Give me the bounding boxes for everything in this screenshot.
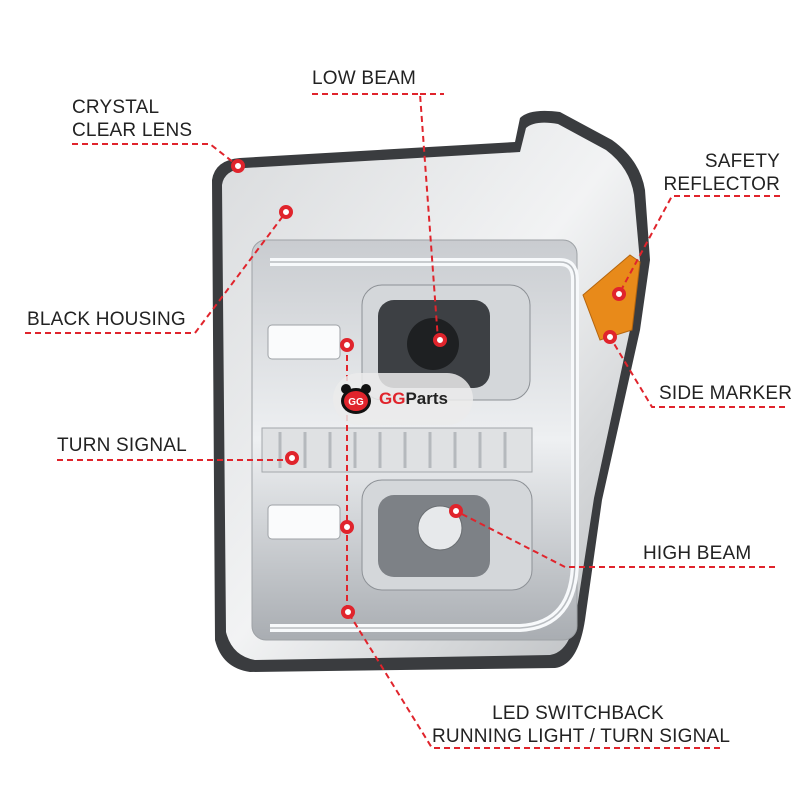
label-safety-reflector: SAFETY REFLECTOR: [663, 150, 780, 196]
label-led-switchback: LED SWITCHBACK RUNNING LIGHT / TURN SIGN…: [432, 702, 731, 748]
label-line: RUNNING LIGHT / TURN SIGNAL: [432, 726, 731, 747]
label-turn-signal: TURN SIGNAL: [57, 435, 187, 456]
amber-side-marker: [582, 254, 641, 341]
label-line: CLEAR LENS: [72, 120, 193, 141]
label-line: CRYSTAL: [72, 97, 160, 118]
mascot-logo-icon: GG: [341, 384, 371, 414]
watermark-text: GGParts: [379, 389, 448, 408]
svg-text:GG: GG: [348, 397, 364, 408]
callout-lines: [25, 93, 785, 749]
label-line: REFLECTOR: [663, 174, 780, 195]
ggparts-watermark: GG GGParts: [333, 373, 473, 425]
callout-dots: [231, 159, 626, 619]
label-high-beam: HIGH BEAM: [643, 543, 752, 564]
label-line: LED SWITCHBACK: [492, 703, 664, 724]
turn-signal-strip: [261, 427, 533, 473]
label-side-marker: SIDE MARKER: [659, 383, 793, 404]
label-black-housing: BLACK HOUSING: [27, 309, 186, 330]
label-low-beam: LOW BEAM: [312, 68, 417, 89]
label-crystal-clear-lens: CRYSTAL CLEAR LENS: [72, 96, 192, 142]
label-line: SAFETY: [704, 151, 780, 172]
